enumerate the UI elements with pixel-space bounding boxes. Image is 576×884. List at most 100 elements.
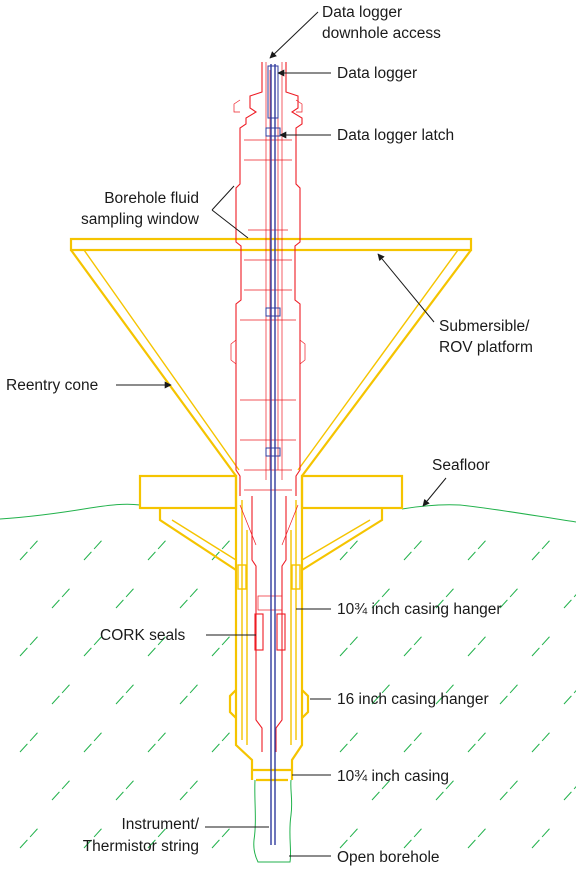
label-instrument-string-2: Thermistor string [83,838,199,855]
sediment-hatch [403,825,425,849]
label-rov-platform-2: ROV platform [439,339,533,356]
hanger-collar-right [291,564,301,590]
label-instrument-string-1: Instrument/ [121,816,199,833]
sediment-hatch [147,537,169,561]
sediment-hatch [499,777,521,801]
open-borehole [253,779,293,863]
label-sampling-window-2: sampling window [81,211,200,228]
sediment-hatch [211,729,233,753]
sediment-hatch [83,825,105,849]
sediment-hatch [211,825,233,849]
sediment-hatch [499,681,521,705]
sediment-hatch [115,681,137,705]
cone-throat [239,504,299,546]
leader-data-logger-access [269,11,319,59]
sediment-hatch [211,633,233,657]
lower-body [251,496,287,752]
casing-assembly [228,496,310,782]
hanger-10-ring [257,595,283,611]
body-detail [240,139,296,491]
sediment-hatch [435,681,457,705]
cork-seal-right [276,613,286,651]
sediment-hatch [563,594,576,609]
sediment-hatch [83,633,105,657]
sediment-hatch [531,537,553,561]
logger-head [235,62,263,496]
sediment-hatch [531,825,553,849]
inner-bore [265,62,283,480]
sediment-hatch [467,825,489,849]
label-seafloor: Seafloor [432,457,490,474]
seafloor-line [0,503,576,523]
skirt-inner [171,519,371,561]
sediment-hatch [467,537,489,561]
label-data-logger-access-1: Data logger [322,4,402,21]
label-reentry-cone: Reentry cone [6,377,98,394]
hanger-16-left [228,689,237,719]
casing-10-shoe [252,768,292,782]
base-right-block [300,474,404,510]
string-line [270,64,276,845]
sediment-hatch [147,633,169,657]
sediment-hatch [563,690,576,705]
sediment-hatch [19,537,41,561]
sediment-hatch [531,633,553,657]
sediment-hatch [179,777,201,801]
label-data-logger: Data logger [337,65,417,82]
sediment-hatch [403,537,425,561]
string-weight [265,307,281,317]
sediment-hatch [179,681,201,705]
sediment-hatch [51,777,73,801]
sediment-hatch [371,681,393,705]
sediment-hatch [371,777,393,801]
casing-wall-right [290,500,297,745]
label-casing-10: 10¾ inch casing [337,768,449,785]
leader-rov-platform [377,253,435,323]
cork-body [230,62,306,752]
cone-inner [83,249,459,471]
sediment-hatch [51,585,73,609]
label-data-logger-latch: Data logger latch [337,127,454,144]
sediment-hatch [19,729,41,753]
instrument-string [265,64,281,845]
sediment-hatch [531,729,553,753]
16-inch-casing [234,496,304,780]
sediment-hatch [147,729,169,753]
casing-wall-left [241,500,248,745]
sediment-hatch [339,633,361,657]
base-left-block [138,474,238,510]
hanger-collar-left [237,564,247,590]
sediment-hatch [403,633,425,657]
sediment-hatch [19,633,41,657]
sediment-hatch [435,585,457,609]
sediment-hatch [403,729,425,753]
sediment-hatch [339,825,361,849]
label-casing-hanger-10: 10¾ inch casing hanger [337,601,502,618]
sediment-hatch [339,729,361,753]
sediment-hatch [115,585,137,609]
sediment-hatch [467,729,489,753]
seafloor-sediment [0,503,576,849]
sediment-hatch [499,585,521,609]
callouts: Data logger downhole access Data logger … [6,4,533,866]
cork-seal-left [254,613,264,651]
sediment-hatch [51,681,73,705]
logger-head-right [285,62,303,496]
sediment-hatch [83,537,105,561]
leader-seafloor [422,477,447,507]
label-rov-platform-1: Submersible/ [439,318,530,335]
sediment-hatch [371,585,393,609]
side-lugs [230,99,306,365]
sediment-hatch [467,633,489,657]
sediment-hatch [19,825,41,849]
label-open-borehole: Open borehole [337,849,440,866]
sediment-hatch [179,585,201,609]
string-weight-2 [265,447,281,457]
sediment-hatch [563,786,576,801]
hanger-16-right [301,689,310,719]
sediment-hatching [19,537,576,849]
label-cork-seals: CORK seals [100,627,186,644]
label-sampling-window-1: Borehole fluid [104,190,199,207]
sediment-hatch [147,825,169,849]
